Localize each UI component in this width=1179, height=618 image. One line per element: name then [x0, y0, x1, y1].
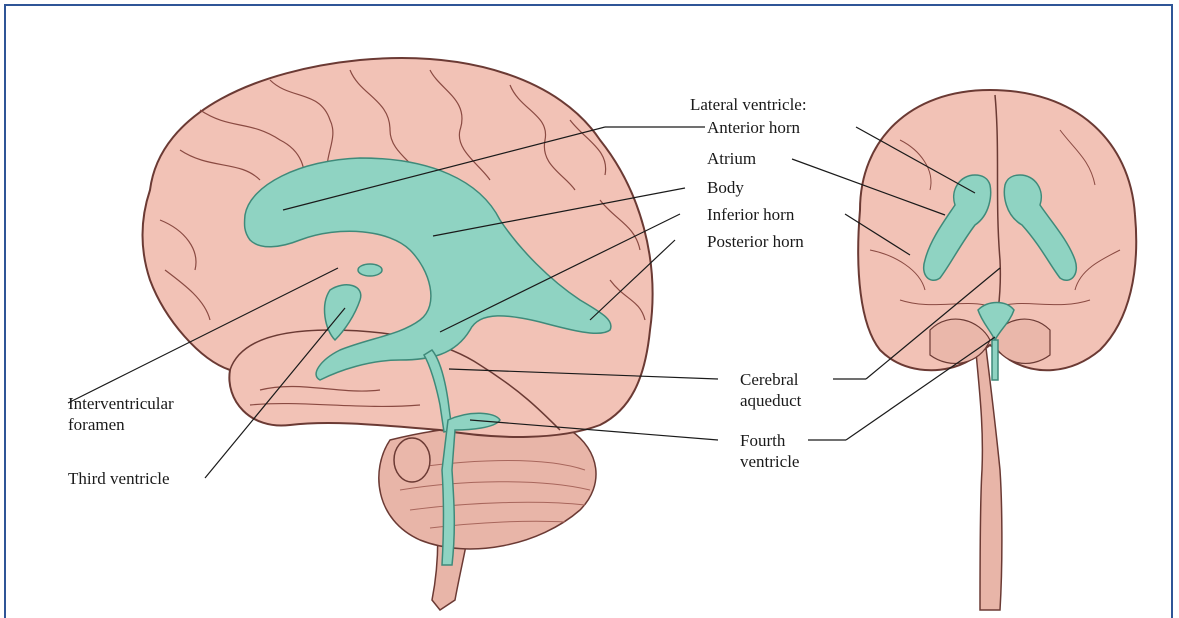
label-cerebral: Cerebral — [740, 369, 799, 390]
label-ventricle: ventricle — [740, 451, 799, 472]
label-anterior-horn: Anterior horn — [707, 117, 800, 138]
lateral-brain-view — [143, 58, 653, 610]
interventricular-foramen-shape — [358, 264, 382, 276]
label-posterior-horn: Posterior horn — [707, 231, 804, 252]
posterior-brain-view — [858, 90, 1136, 610]
label-fourth: Fourth — [740, 430, 785, 451]
label-body: Body — [707, 177, 744, 198]
label-inferior-horn: Inferior horn — [707, 204, 794, 225]
label-aqueduct: aqueduct — [740, 390, 801, 411]
label-interventricular: Interventricular — [68, 393, 174, 414]
cerebrum — [143, 58, 653, 437]
label-lateral-ventricle: Lateral ventricle: — [690, 94, 807, 115]
label-atrium: Atrium — [707, 148, 756, 169]
pons — [394, 438, 430, 482]
label-third-ventricle: Third ventricle — [68, 468, 170, 489]
label-foramen: foramen — [68, 414, 125, 435]
